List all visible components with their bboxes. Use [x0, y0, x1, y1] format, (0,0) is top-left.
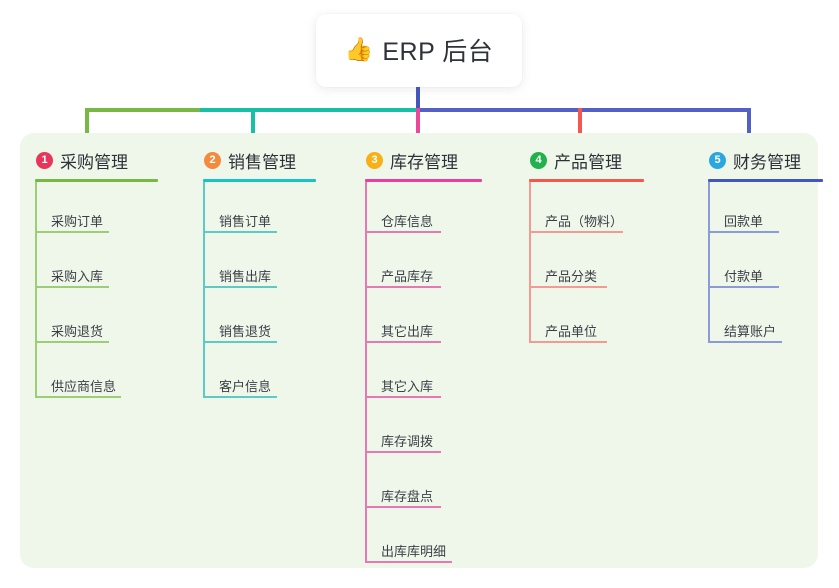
list-item[interactable]: 采购入库: [51, 269, 104, 284]
column-purchase: 1 采购管理采购订单采购入库采购退货供应商信息: [18, 143, 158, 398]
column-inventory: 3 库存管理仓库信息产品库存其它出库其它入库库存调拨库存盘点出库库明细: [348, 143, 482, 563]
list-item-rule: [365, 286, 441, 288]
column-spine-finance: [708, 182, 710, 341]
column-badge-inventory: 3: [366, 151, 383, 169]
list-item[interactable]: 产品（物料）: [545, 214, 624, 229]
column-finance: 5 财务管理回款单付款单结算账户: [691, 143, 823, 343]
column-header-rule-finance: [708, 179, 823, 182]
list-item-rule: [529, 286, 607, 288]
list-item[interactable]: 库存盘点: [381, 489, 434, 504]
list-item[interactable]: 供应商信息: [51, 379, 117, 394]
list-item[interactable]: 客户信息: [219, 379, 272, 394]
list-item-rule: [203, 286, 277, 288]
list-item-rule: [365, 396, 441, 398]
page-title: ERP 后台: [382, 37, 494, 66]
root-node-content: 👍 ERP 后台: [345, 32, 494, 70]
list-item-rule: [365, 561, 452, 563]
list-item[interactable]: 库存调拨: [381, 434, 434, 449]
stub-col-3: [416, 108, 420, 143]
list-item-rule: [708, 231, 779, 233]
indigo-segment: [418, 108, 751, 112]
list-item[interactable]: 采购订单: [51, 214, 104, 229]
content-panel: [20, 133, 818, 568]
thumbs-up-emoji: 👍: [344, 36, 374, 62]
list-item-rule: [35, 286, 109, 288]
list-item[interactable]: 产品单位: [545, 324, 598, 339]
column-header-product[interactable]: 4 产品管理: [512, 143, 622, 177]
column-badge-sales: 2: [204, 151, 221, 169]
column-title-sales: 销售管理: [228, 152, 296, 172]
list-item-rule: [35, 231, 109, 233]
list-item-rule: [365, 341, 441, 343]
list-item[interactable]: 产品库存: [381, 269, 434, 284]
column-badge-purchase: 1: [36, 151, 53, 169]
list-item-rule: [708, 341, 782, 343]
list-item-rule: [203, 231, 277, 233]
list-item-rule: [365, 451, 441, 453]
column-title-finance: 财务管理: [733, 152, 801, 172]
list-item[interactable]: 销售出库: [219, 269, 272, 284]
column-header-purchase[interactable]: 1 采购管理: [18, 143, 128, 177]
root-node-card[interactable]: 👍 ERP 后台: [316, 14, 522, 87]
list-item[interactable]: 产品分类: [545, 269, 598, 284]
column-badge-finance: 5: [709, 151, 726, 169]
stub-col-2: [251, 108, 255, 143]
column-title-inventory: 库存管理: [390, 152, 458, 172]
column-header-rule-inventory: [365, 179, 482, 182]
list-item[interactable]: 其它出库: [381, 324, 434, 339]
list-item-rule: [203, 396, 277, 398]
list-item[interactable]: 采购退货: [51, 324, 104, 339]
trunk-connector: [416, 87, 420, 111]
list-item[interactable]: 回款单: [724, 214, 764, 229]
list-item-rule: [529, 231, 623, 233]
list-item-rule: [35, 341, 109, 343]
column-product: 4 产品管理产品（物料） 产品分类产品单位: [512, 143, 644, 343]
list-item-rule: [365, 231, 441, 233]
column-header-rule-sales: [203, 179, 316, 182]
list-item-rule: [708, 286, 779, 288]
list-item-rule: [203, 341, 277, 343]
green-segment: [85, 108, 200, 112]
column-spine-inventory: [365, 182, 367, 561]
stub-col-1: [85, 108, 89, 143]
stub-col-5: [747, 108, 751, 143]
column-sales: 2 销售管理销售订单销售出库销售退货客户信息: [186, 143, 316, 398]
list-item[interactable]: 销售订单: [219, 214, 272, 229]
list-item[interactable]: 出库库明细: [381, 544, 447, 559]
list-item[interactable]: 其它入库: [381, 379, 434, 394]
column-header-sales[interactable]: 2 销售管理: [186, 143, 296, 177]
teal-segment: [200, 108, 418, 112]
column-header-inventory[interactable]: 3 库存管理: [348, 143, 458, 177]
column-spine-product: [529, 182, 531, 341]
list-item-rule: [529, 341, 607, 343]
column-badge-product: 4: [530, 151, 547, 169]
list-item-rule: [365, 506, 441, 508]
list-item[interactable]: 仓库信息: [381, 214, 434, 229]
column-spine-sales: [203, 182, 205, 396]
column-title-product: 产品管理: [554, 152, 622, 172]
column-header-rule-purchase: [35, 179, 158, 182]
column-header-finance[interactable]: 5 财务管理: [691, 143, 801, 177]
list-item[interactable]: 结算账户: [724, 324, 777, 339]
list-item[interactable]: 付款单: [724, 269, 764, 284]
column-spine-purchase: [35, 182, 37, 396]
list-item[interactable]: 销售退货: [219, 324, 272, 339]
list-item-rule: [35, 396, 121, 398]
stub-col-4: [578, 108, 582, 143]
column-title-purchase: 采购管理: [60, 152, 128, 172]
column-header-rule-product: [529, 179, 644, 182]
